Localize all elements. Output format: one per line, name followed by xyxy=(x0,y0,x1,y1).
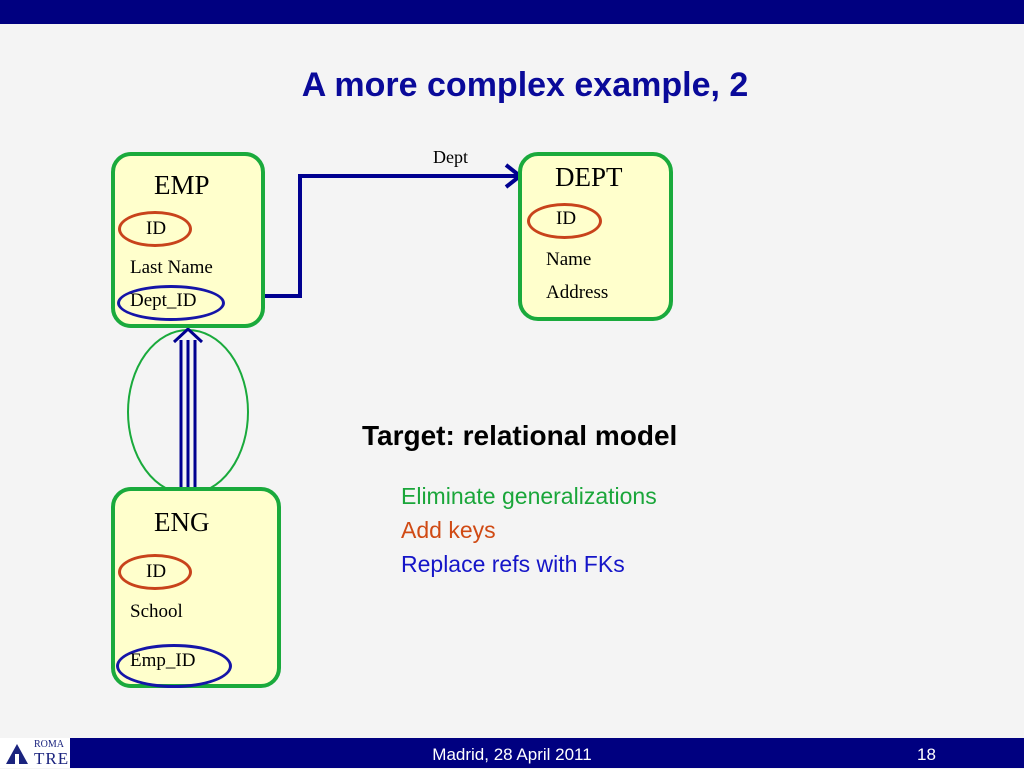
logo-text-roma: ROMA xyxy=(34,739,65,750)
page-number: 18 xyxy=(917,745,936,764)
top-bar xyxy=(0,0,1024,24)
entity-eng-name: ENG xyxy=(154,507,210,537)
entity-dept xyxy=(518,152,673,321)
target-heading: Target: relational model xyxy=(362,420,678,451)
emp-id-key-oval xyxy=(118,211,192,247)
emp-dept-arrow xyxy=(265,174,518,298)
emp-dept-id-fk-oval xyxy=(117,285,225,321)
step-replace-refs: Replace refs with FKs xyxy=(401,551,625,577)
eng-attr-school: School xyxy=(130,601,183,622)
entity-emp-name: EMP xyxy=(154,170,210,200)
roma-tre-logo: ROMA TRE xyxy=(0,738,70,768)
step-add-keys: Add keys xyxy=(401,517,496,543)
eng-attr-id: ID xyxy=(146,561,167,582)
entity-dept-name: DEPT xyxy=(555,162,623,192)
dept-id-key-oval xyxy=(527,203,602,239)
roma-tre-logo-icon xyxy=(6,744,28,764)
footer-text: Madrid, 28 April 2011 xyxy=(432,745,592,764)
dept-attr-id: ID xyxy=(556,208,577,229)
slide-title: A more complex example, 2 xyxy=(301,66,749,104)
relationship-label: Dept xyxy=(433,147,468,167)
eng-attr-emp-id: Emp_ID xyxy=(130,650,196,671)
dept-attr-address: Address xyxy=(546,282,609,303)
step-eliminate-generalizations: Eliminate generalizations xyxy=(401,483,657,509)
generalization-arrowhead xyxy=(172,326,204,344)
eng-emp-id-fk-oval xyxy=(116,644,232,688)
bottom-bar xyxy=(0,738,1024,768)
emp-attr-dept-id: Dept_ID xyxy=(130,290,197,311)
dept-attr-name: Name xyxy=(546,249,592,270)
eng-id-key-oval xyxy=(118,554,192,590)
emp-attr-last-name: Last Name xyxy=(130,257,213,278)
logo-text-tre: TRE xyxy=(34,749,70,768)
emp-attr-id: ID xyxy=(146,218,167,239)
